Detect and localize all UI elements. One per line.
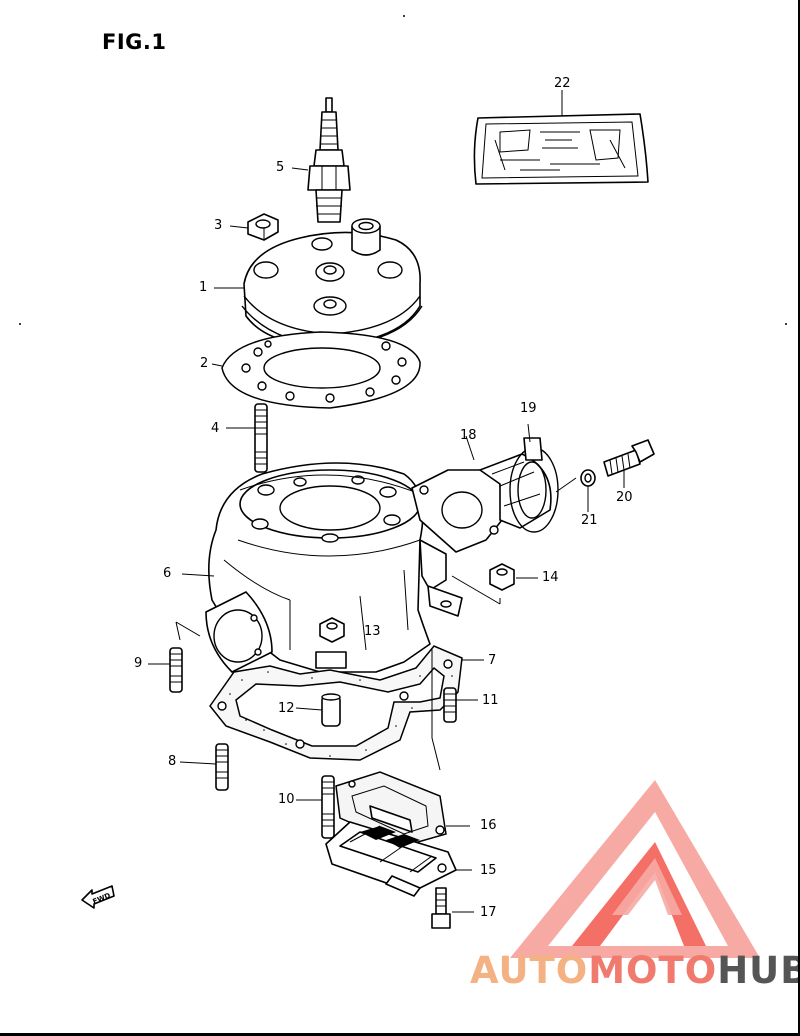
callout-18: 18 [460, 428, 477, 443]
part-5-spark-plug [307, 97, 351, 223]
part-17-bolt [431, 887, 451, 929]
part-18-intake-pipe [411, 435, 552, 553]
callout-6: 6 [163, 566, 172, 581]
fwd-arrow-icon: FWD [81, 885, 115, 909]
callout-19: 19 [520, 401, 537, 416]
part-4-stud [254, 403, 268, 473]
part-11-stud [443, 687, 457, 723]
callout-10: 10 [278, 792, 295, 807]
callout-13: 13 [364, 624, 381, 639]
callout-7: 7 [488, 653, 497, 668]
callout-8: 8 [168, 754, 177, 769]
part-22-label-plate [473, 113, 649, 185]
callout-2: 2 [200, 356, 209, 371]
watermark-text-hub: HUB [717, 949, 800, 992]
callout-4: 4 [211, 421, 220, 436]
part-12-dowel [321, 693, 341, 727]
callout-9: 9 [134, 656, 143, 671]
callout-22: 22 [554, 76, 571, 91]
figure-title: FIG.1 [102, 30, 167, 54]
watermark-text-auto: AUTO [470, 949, 589, 992]
part-3-nut [247, 213, 279, 241]
watermark-logo-icon [510, 780, 760, 958]
callout-17: 17 [480, 905, 497, 920]
callout-14: 14 [542, 570, 559, 585]
part-14-nut [489, 563, 515, 591]
bottom-border [0, 1033, 800, 1036]
part-20-bolt [603, 439, 655, 477]
callout-3: 3 [214, 218, 223, 233]
callout-20: 20 [616, 490, 633, 505]
watermark-text-moto: MOTO [588, 949, 718, 992]
part-6-cylinder [205, 462, 463, 673]
part-8-stud [215, 743, 229, 791]
callout-5: 5 [276, 160, 285, 175]
part-2-head-gasket [221, 331, 421, 409]
part-10-stud [321, 775, 335, 839]
callout-21: 21 [581, 513, 598, 528]
part-9-stud [169, 647, 183, 693]
part-13-nut [319, 617, 345, 643]
callout-1: 1 [199, 280, 208, 295]
part-15-reed-valve [325, 821, 457, 897]
watermark-text: AUTOMOTOHUB [470, 952, 800, 989]
callout-12: 12 [278, 701, 295, 716]
right-border [798, 0, 800, 1036]
callout-11: 11 [482, 693, 499, 708]
part-21-washer [580, 469, 596, 487]
callout-15: 15 [480, 863, 497, 878]
callout-16: 16 [480, 818, 497, 833]
